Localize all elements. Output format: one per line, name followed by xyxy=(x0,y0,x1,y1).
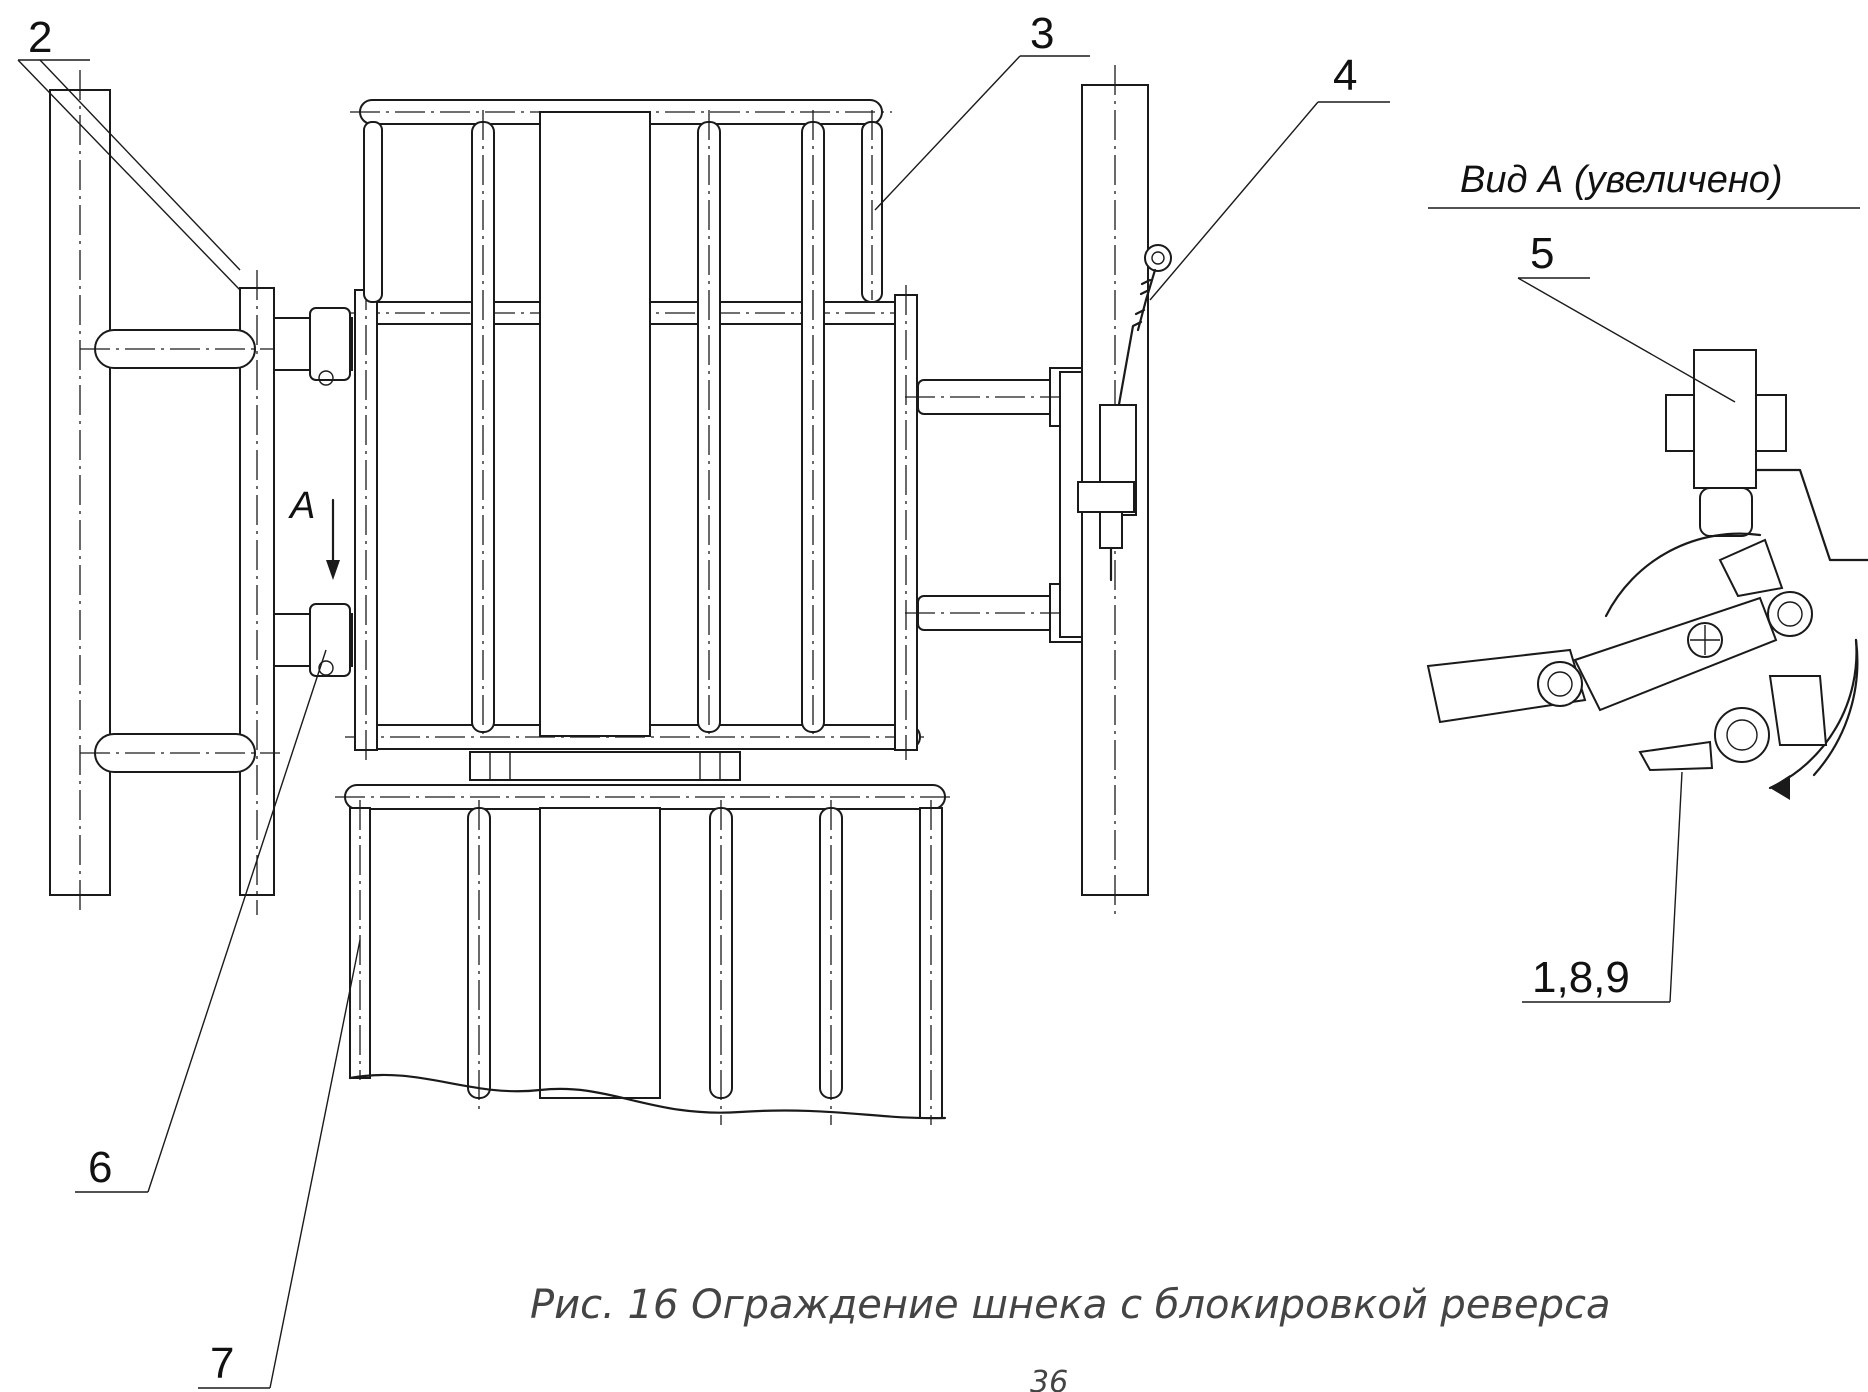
callout-2: 2 xyxy=(28,13,52,62)
callout-4: 4 xyxy=(1333,51,1357,100)
view-a-title: Вид А (увеличено) xyxy=(1460,159,1783,201)
callout-5: 5 xyxy=(1530,229,1554,278)
view-arrow-a: A xyxy=(288,485,340,580)
left-frame xyxy=(49,70,280,915)
spring-lock xyxy=(1077,244,1172,582)
page-number: 36 xyxy=(1030,1365,1068,1392)
callouts: 2 3 4 5 6 7 1,8,9 xyxy=(17,9,1736,1389)
view-arrow-label: A xyxy=(288,485,315,527)
lower-guard-cage xyxy=(335,784,950,1125)
hinge-brackets xyxy=(273,307,353,677)
upper-guard-cage xyxy=(345,99,930,760)
callout-1-8-9: 1,8,9 xyxy=(1532,953,1630,1002)
coupling-block xyxy=(469,751,741,781)
figure-caption: Рис. 16 Ограждение шнека с блокировкой р… xyxy=(530,1282,1611,1328)
callout-7: 7 xyxy=(210,1339,234,1388)
view-a-detail: Вид А (увеличено) xyxy=(1426,159,1868,800)
callout-3: 3 xyxy=(1030,9,1054,58)
callout-6: 6 xyxy=(88,1143,112,1192)
